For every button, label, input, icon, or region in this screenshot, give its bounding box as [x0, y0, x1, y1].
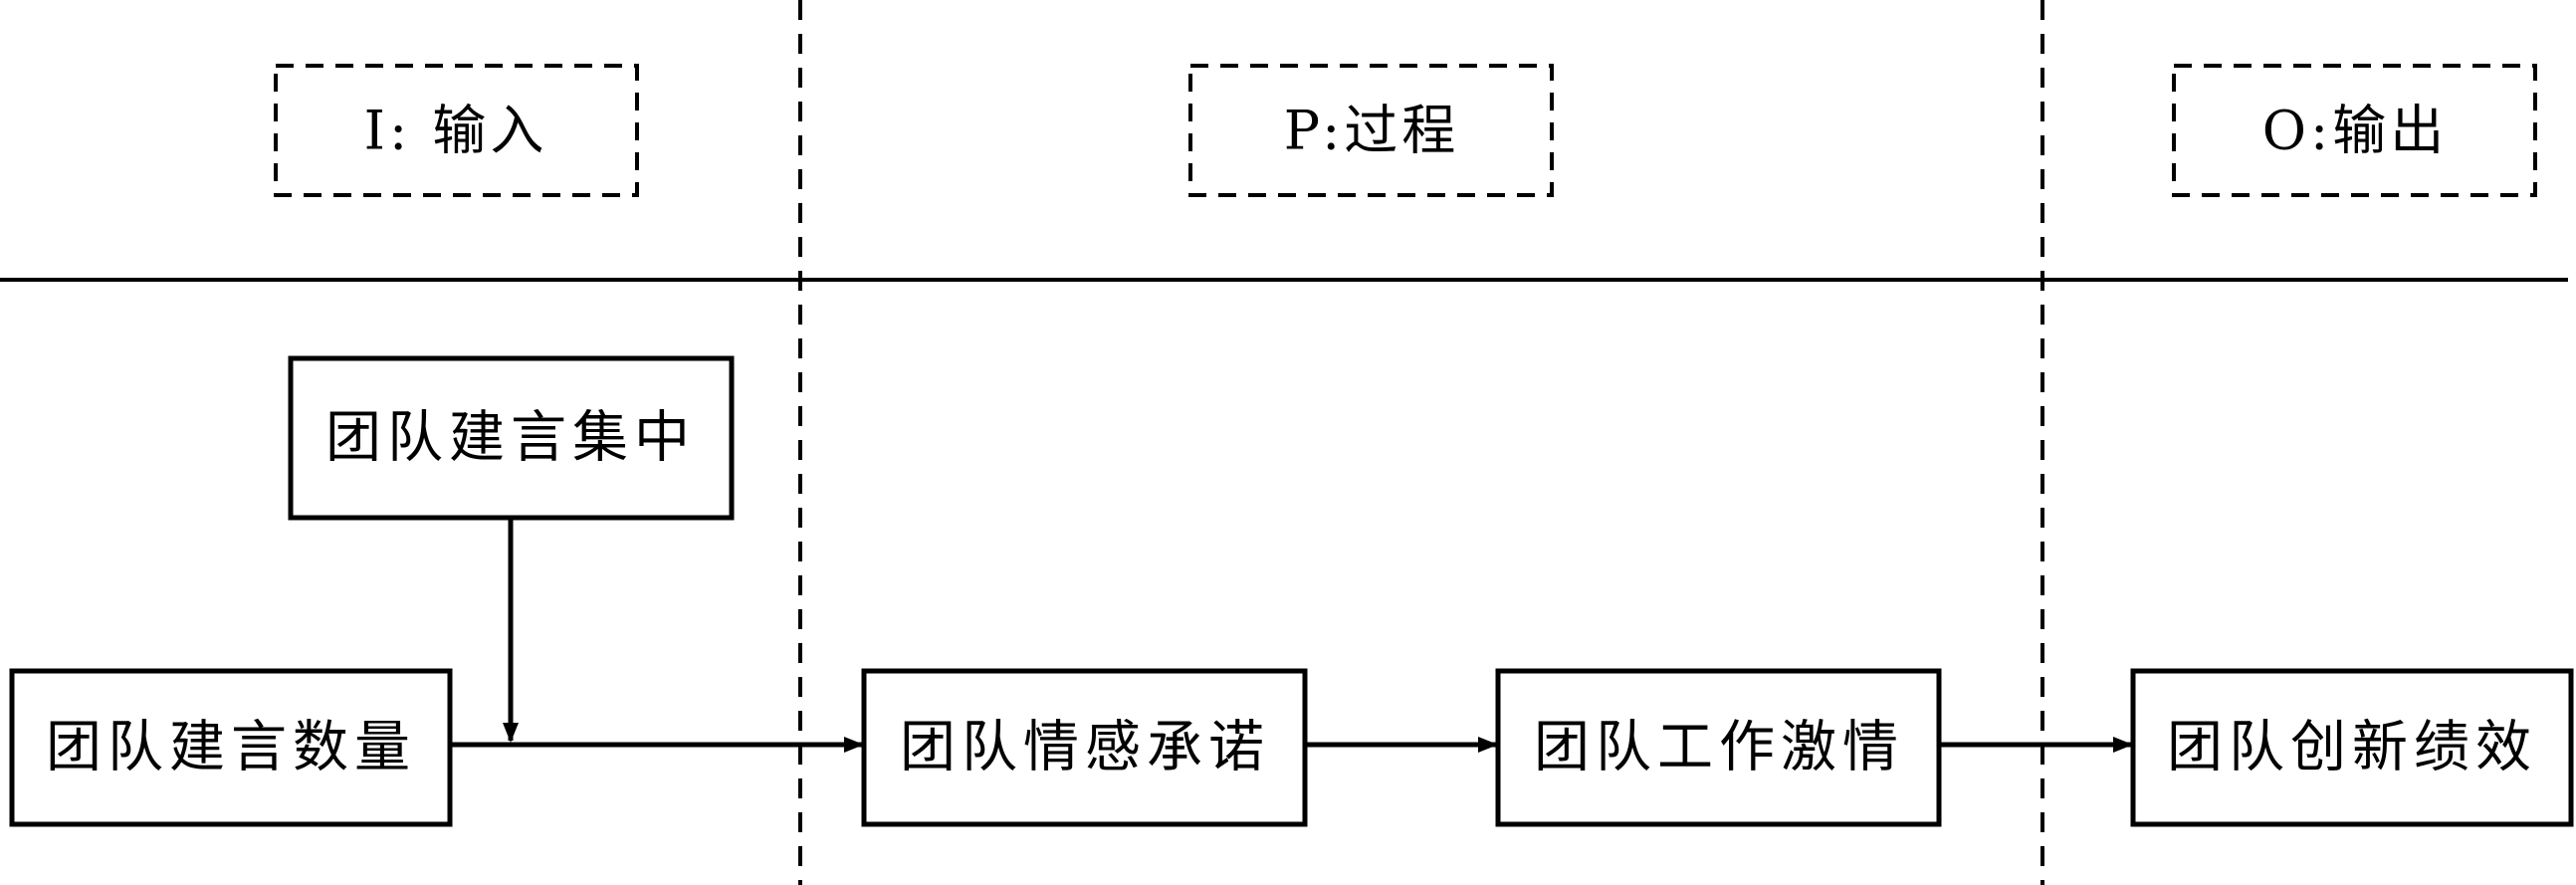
node-passion-frame	[1495, 668, 1942, 827]
node-commitment-frame	[861, 668, 1308, 827]
node-performance-label: 团队创新绩效	[2167, 716, 2537, 780]
phase-header-process: P:过程	[1188, 64, 1554, 197]
phase-header-input-label: I: 输入	[364, 100, 548, 162]
phase-header-input: I: 输入	[274, 64, 639, 197]
node-performance: 团队创新绩效	[2130, 668, 2574, 827]
phase-header-output-label: O:输出	[2262, 100, 2448, 162]
phase-header-output-frame	[2172, 64, 2537, 197]
node-passion: 团队工作激情	[1495, 668, 1942, 827]
phase-header-input-frame	[274, 64, 639, 197]
node-quantity-label: 团队建言数量	[46, 716, 416, 780]
node-passion-label: 团队工作激情	[1534, 716, 1904, 780]
phase-header-output: O:输出	[2172, 64, 2537, 197]
node-commitment: 团队情感承诺	[861, 668, 1308, 827]
phase-header-process-frame	[1188, 64, 1554, 197]
phase-header-process-label: P:过程	[1284, 100, 1460, 162]
node-performance-frame	[2130, 668, 2574, 827]
node-concentration-frame	[288, 355, 735, 521]
node-commitment-label: 团队情感承诺	[900, 716, 1270, 780]
node-concentration-label: 团队建言集中	[325, 406, 696, 471]
node-quantity-frame	[9, 668, 453, 827]
node-concentration: 团队建言集中	[288, 355, 735, 521]
node-quantity: 团队建言数量	[9, 668, 453, 827]
